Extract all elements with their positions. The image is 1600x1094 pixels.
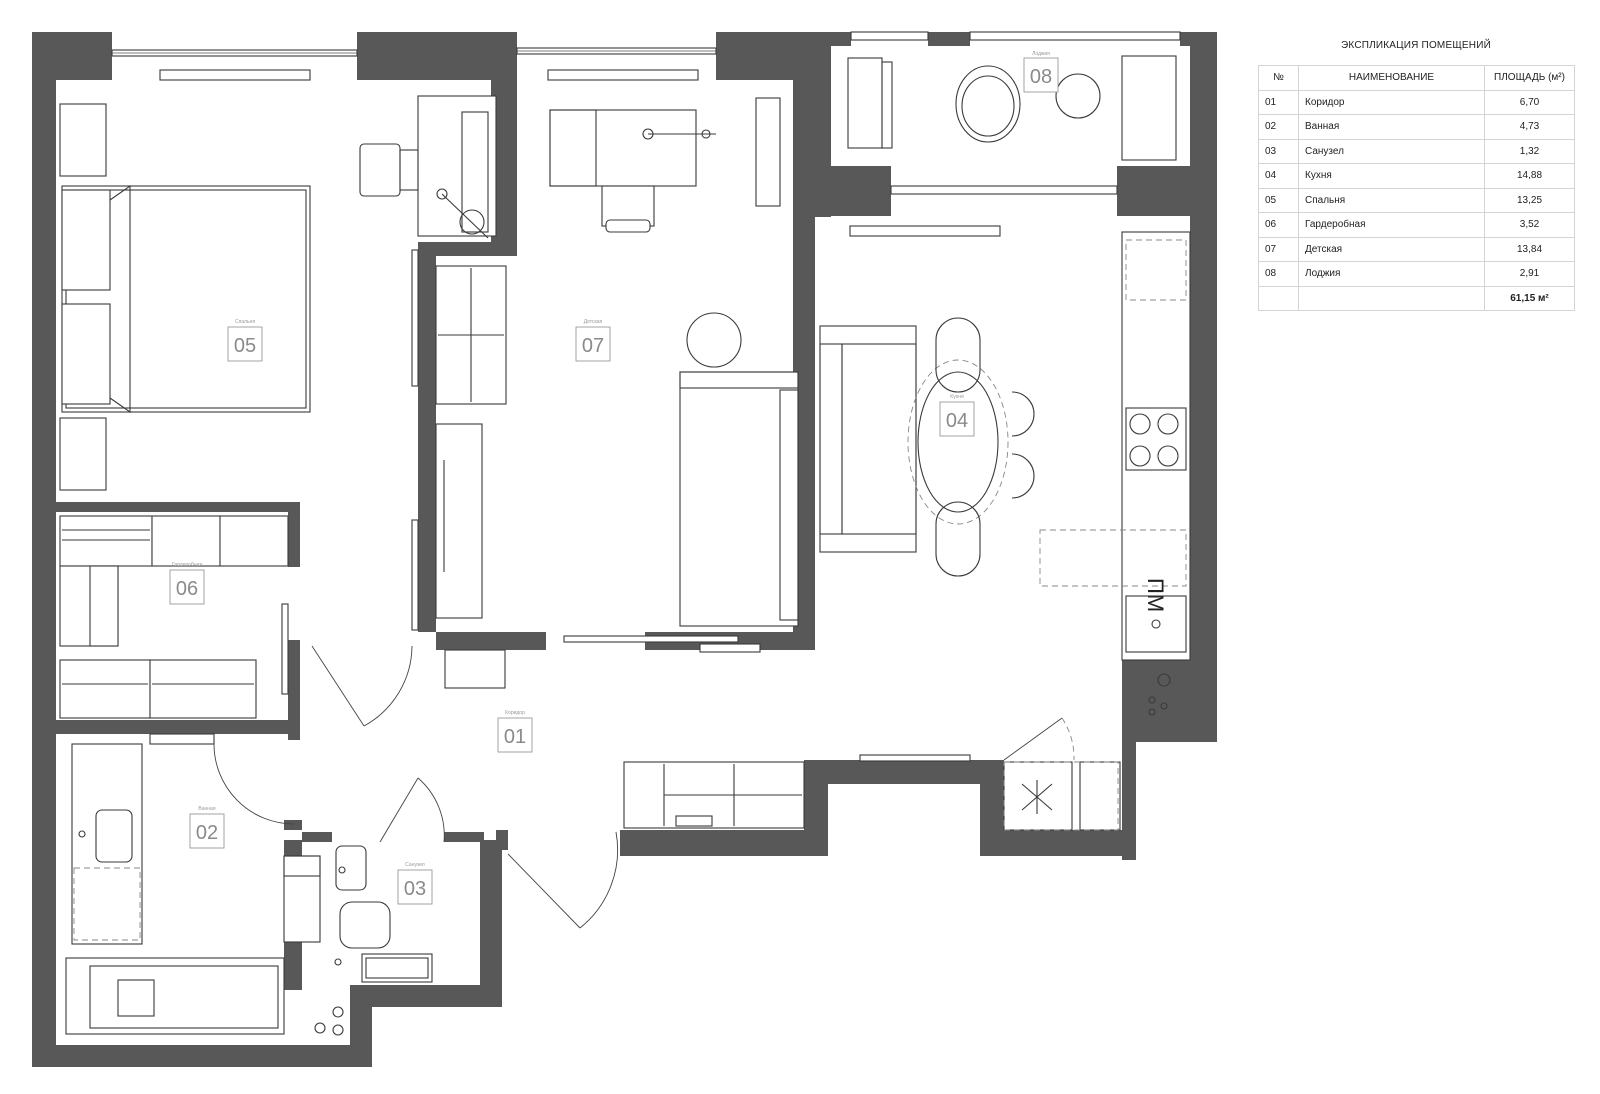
row-number: 07 bbox=[1258, 236, 1299, 262]
table-row: 01 Коридор 6,70 bbox=[1258, 89, 1575, 115]
room-tag-05: Спальня 05 bbox=[227, 319, 263, 362]
row-number: 05 bbox=[1258, 187, 1299, 213]
bathroom-furniture bbox=[65, 733, 321, 1035]
row-number: 04 bbox=[1258, 163, 1299, 189]
walls bbox=[32, 32, 1217, 1067]
schedule-table: № НАИМЕНОВАНИЕ ПЛОЩАДЬ (м²) 01 Коридор 6… bbox=[1258, 65, 1575, 311]
svg-text:Спальня: Спальня bbox=[235, 319, 255, 325]
table-row: 02 Ванная 4,73 bbox=[1258, 114, 1575, 140]
row-name: Коридор bbox=[1298, 89, 1485, 115]
col-header-area: ПЛОЩАДЬ (м²) bbox=[1484, 65, 1575, 91]
svg-text:01: 01 bbox=[504, 726, 526, 748]
total-area: 61,15 м² bbox=[1484, 285, 1575, 311]
svg-text:Санузел: Санузел bbox=[405, 862, 425, 868]
svg-text:07: 07 bbox=[582, 335, 604, 357]
wc-furniture bbox=[314, 845, 433, 1036]
row-area: 2,91 bbox=[1484, 261, 1575, 287]
table-row: 04 Кухня 14,88 bbox=[1258, 163, 1575, 189]
table-row: 06 Гардеробная 3,52 bbox=[1258, 212, 1575, 238]
row-area: 6,70 bbox=[1484, 89, 1575, 115]
row-number: 06 bbox=[1258, 212, 1299, 238]
table-row: 08 Лоджия 2,91 bbox=[1258, 261, 1575, 287]
svg-text:Лоджия: Лоджия bbox=[1032, 51, 1050, 57]
svg-text:Коридор: Коридор bbox=[505, 710, 525, 716]
room-tag-04: Кухня 04 bbox=[939, 394, 975, 437]
row-number: 08 bbox=[1258, 261, 1299, 287]
loggia-furniture bbox=[847, 55, 1177, 161]
svg-text:03: 03 bbox=[404, 878, 426, 900]
svg-text:08: 08 bbox=[1030, 66, 1052, 88]
row-name: Кухня bbox=[1298, 163, 1485, 189]
row-name: Ванная bbox=[1298, 114, 1485, 140]
room-tag-08: Лоджия 08 bbox=[1023, 51, 1059, 93]
svg-text:06: 06 bbox=[176, 578, 198, 600]
wardrobe-furniture bbox=[59, 515, 289, 719]
row-number: 01 bbox=[1258, 89, 1299, 115]
row-number: 02 bbox=[1258, 114, 1299, 140]
row-area: 13,84 bbox=[1484, 236, 1575, 262]
room-tag-02: Ванная 02 bbox=[189, 806, 225, 849]
table-row: 05 Спальня 13,25 bbox=[1258, 187, 1575, 213]
row-name: Санузел bbox=[1298, 138, 1485, 164]
table-row: 07 Детская 13,84 bbox=[1258, 236, 1575, 262]
row-area: 1,32 bbox=[1484, 138, 1575, 164]
svg-text:04: 04 bbox=[946, 410, 968, 432]
row-area: 13,25 bbox=[1484, 187, 1575, 213]
table-row: 03 Санузел 1,32 bbox=[1258, 138, 1575, 164]
row-name: Спальня bbox=[1298, 187, 1485, 213]
col-header-number: № bbox=[1258, 65, 1299, 91]
col-header-name: НАИМЕНОВАНИЕ bbox=[1298, 65, 1485, 91]
row-name: Лоджия bbox=[1298, 261, 1485, 287]
row-area: 3,52 bbox=[1484, 212, 1575, 238]
nursery-furniture bbox=[435, 97, 799, 689]
radiators bbox=[159, 69, 1001, 237]
room-tag-03: Санузел 03 bbox=[397, 862, 433, 905]
total-row: 61,15 м² bbox=[1258, 285, 1575, 311]
row-number: 03 bbox=[1258, 138, 1299, 164]
svg-text:Гардеробная: Гардеробная bbox=[172, 562, 203, 568]
kitchen-furniture: ПМ bbox=[623, 231, 1191, 831]
total-blank-2 bbox=[1298, 285, 1485, 311]
svg-text:05: 05 bbox=[234, 335, 256, 357]
svg-text:02: 02 bbox=[196, 822, 218, 844]
kitchen-dishwasher-label: ПМ bbox=[1143, 578, 1168, 612]
total-blank-1 bbox=[1258, 285, 1299, 311]
row-name: Гардеробная bbox=[1298, 212, 1485, 238]
schedule-header-row: № НАИМЕНОВАНИЕ ПЛОЩАДЬ (м²) bbox=[1258, 65, 1575, 91]
bedroom-furniture bbox=[59, 95, 497, 631]
schedule-title: ЭКСПЛИКАЦИЯ ПОМЕЩЕНИЙ bbox=[1341, 40, 1491, 51]
doors bbox=[213, 645, 1075, 929]
svg-text:Ванная: Ванная bbox=[198, 806, 215, 812]
room-schedule: ЭКСПЛИКАЦИЯ ПОМЕЩЕНИЙ № НАИМЕНОВАНИЕ ПЛО… bbox=[1258, 40, 1575, 311]
row-area: 4,73 bbox=[1484, 114, 1575, 140]
svg-text:Кухня: Кухня bbox=[950, 394, 964, 400]
svg-text:Детская: Детская bbox=[584, 319, 603, 325]
room-tag-06: Гардеробная 06 bbox=[169, 562, 205, 605]
room-tag-07: Детская 07 bbox=[575, 319, 611, 362]
room-tag-01: Коридор 01 bbox=[497, 710, 533, 753]
windows bbox=[111, 31, 1181, 762]
row-area: 14,88 bbox=[1484, 163, 1575, 189]
row-name: Детская bbox=[1298, 236, 1485, 262]
